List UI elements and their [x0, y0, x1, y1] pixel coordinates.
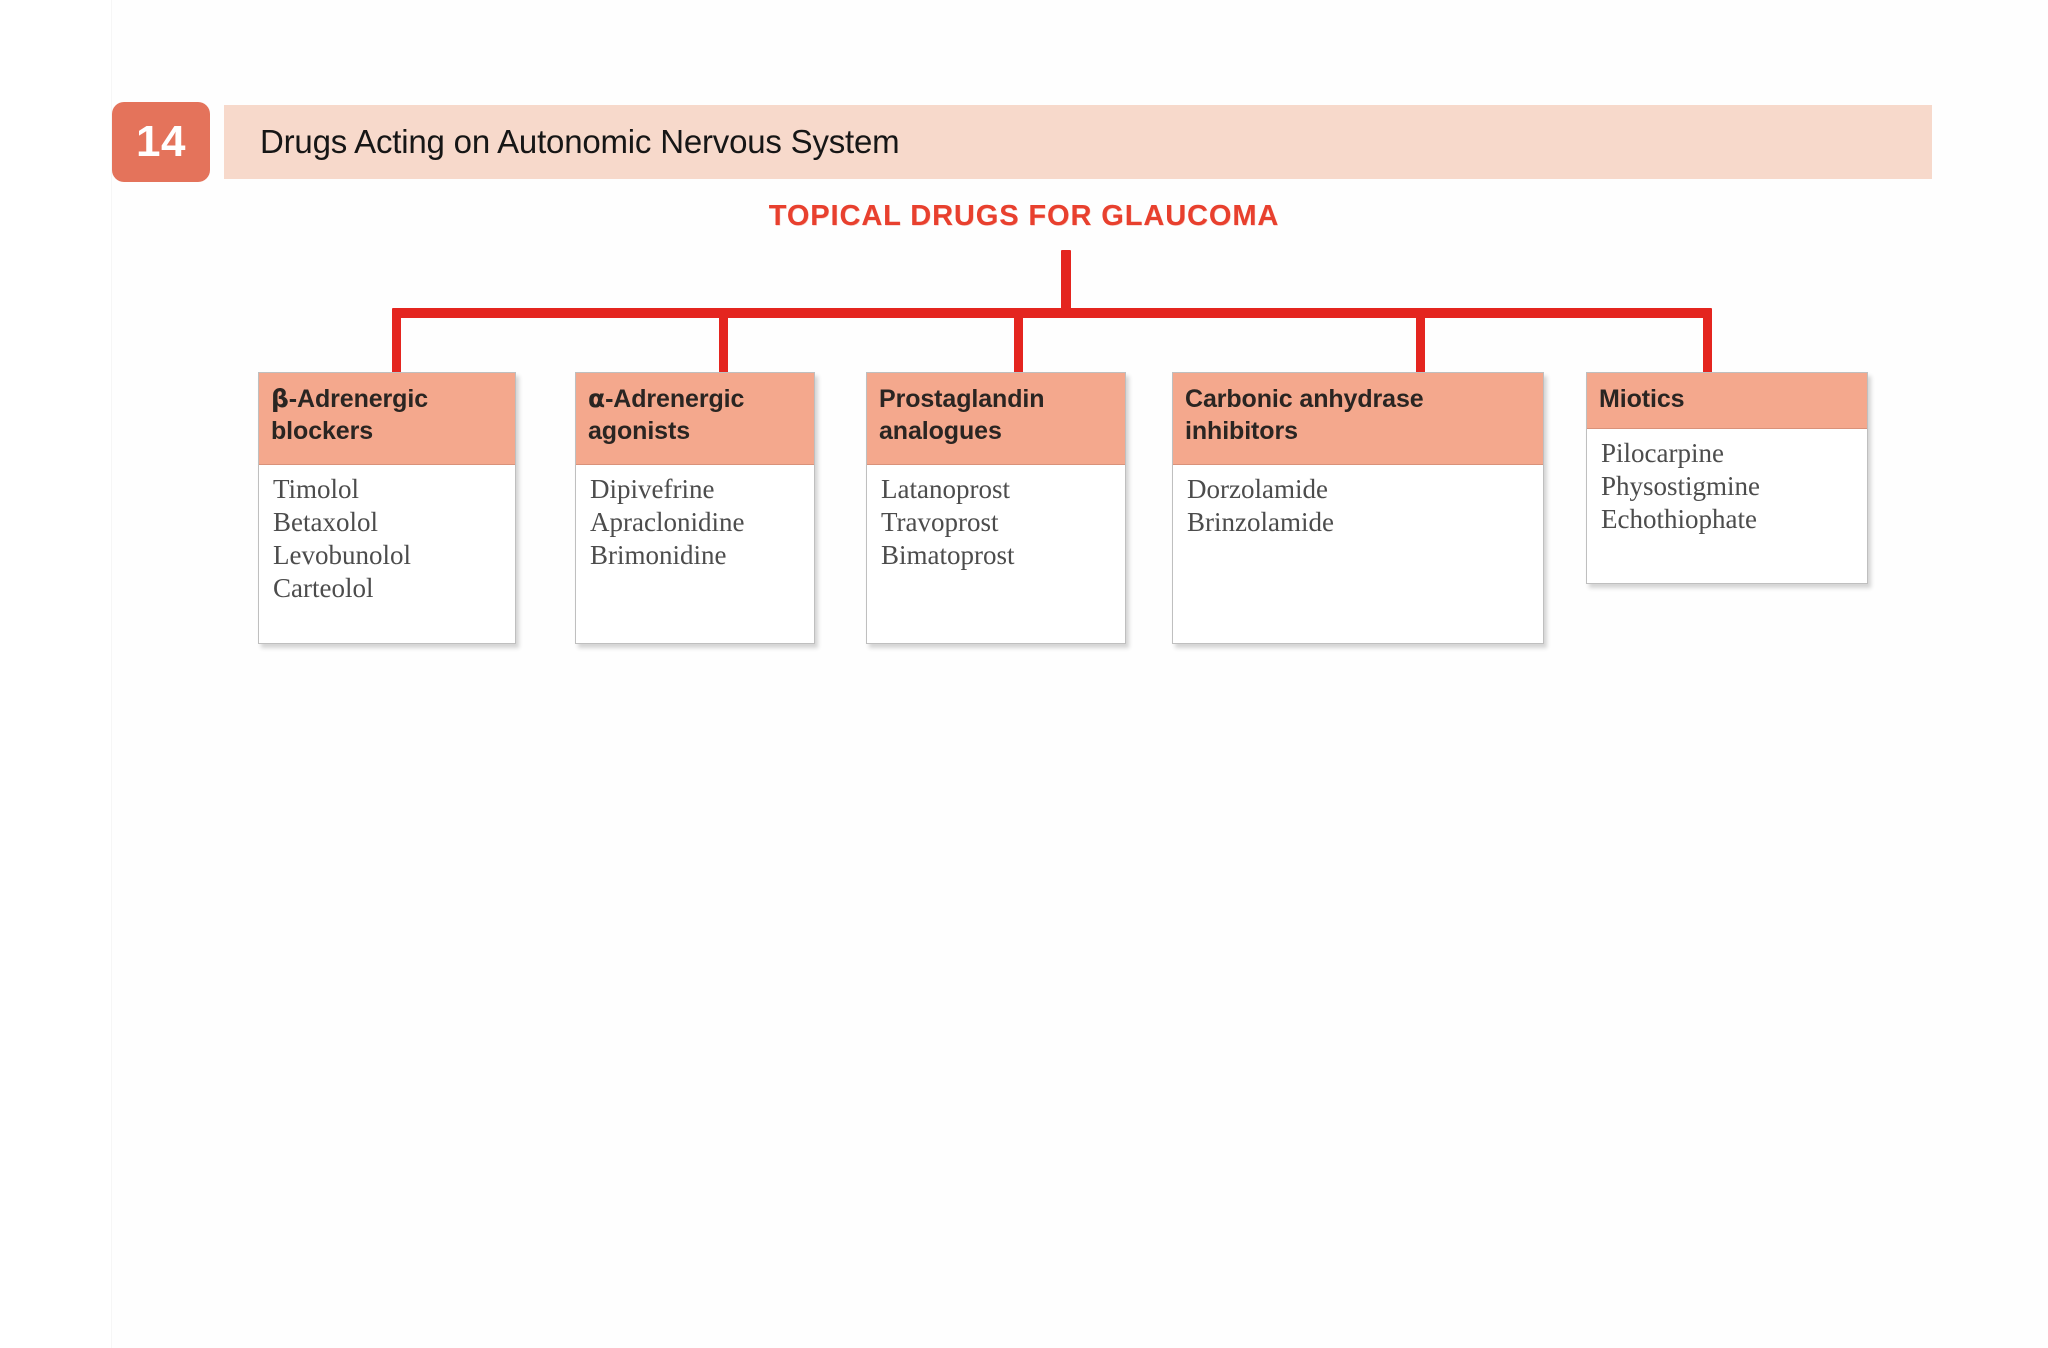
node-prostaglandin-analogues: Prostaglandin analogues Latanoprost Travo… — [866, 372, 1126, 644]
node-body-alpha-adrenergic-agonists: Dipivefrine Apraclonidine Brimonidine — [576, 465, 814, 582]
node-header-beta-adrenergic-blockers: β-Adrenergic blockers — [259, 373, 515, 465]
node-body-prostaglandin-analogues: Latanoprost Travoprost Bimatoprost — [867, 465, 1125, 582]
node-carbonic-anhydrase-inhibitors: Carbonic anhydrase inhibitors Dorzolamide… — [1172, 372, 1544, 644]
list-item: Travoprost — [881, 506, 999, 537]
node-header-carbonic-anhydrase-inhibitors: Carbonic anhydrase inhibitors — [1173, 373, 1543, 465]
list-item: Dorzolamide — [1187, 474, 1328, 504]
list-item: Brinzolamide — [1187, 506, 1334, 537]
chapter-title: Drugs Acting on Autonomic Nervous System — [260, 123, 900, 160]
list-item: Apraclonidine — [590, 506, 745, 537]
list-item: Echothiophate — [1601, 503, 1757, 534]
list-item: Betaxolol — [273, 506, 378, 537]
list-item: Carteolol — [273, 572, 374, 603]
node-header-alpha-adrenergic-agonists: α-Adrenergic agonists — [576, 373, 814, 465]
node-beta-adrenergic-blockers: β-Adrenergic blockers Timolol Betaxolol L… — [258, 372, 516, 644]
node-header-text-line2: agonists — [588, 417, 690, 445]
flowchart-title: TOPICAL DRUGS FOR GLAUCOMA — [768, 200, 1280, 232]
node-header-text-line1: Carbonic anhydrase — [1185, 385, 1424, 413]
node-miotics: Miotics Pilocarpine Physostigmine Echoth… — [1586, 372, 1868, 584]
chapter-number-badge: 14 — [112, 102, 210, 182]
list-item: Physostigmine — [1601, 470, 1761, 501]
node-header-prostaglandin-analogues: Prostaglandin analogues — [867, 373, 1125, 465]
connector-drop-miotics — [1703, 312, 1712, 380]
greek-letter-alpha: α — [588, 384, 606, 413]
list-item: Bimatoprost — [881, 539, 1015, 570]
node-header-miotics: Miotics — [1587, 373, 1867, 429]
list-item: Dipivefrine — [590, 474, 715, 504]
chapter-header-bar — [224, 105, 1932, 179]
page-sheet: 14 Drugs Acting on Autonomic Nervous Sys… — [112, 0, 2048, 1348]
connector-bus-horizontal — [392, 308, 1712, 318]
node-header-text-line1: Prostaglandin — [879, 385, 1045, 413]
connector-drop-carbonic-anhydrase-inhibitors — [1416, 312, 1425, 380]
node-header-text-line2: blockers — [271, 417, 374, 445]
list-item: Levobunolol — [273, 539, 411, 570]
node-header-text-line1: -Adrenergic — [288, 385, 429, 413]
chapter-number: 14 — [136, 117, 186, 166]
connector-drop-alpha-adrenergic-agonists — [719, 312, 728, 380]
list-item: Latanoprost — [881, 474, 1010, 504]
list-item: Timolol — [273, 474, 360, 504]
greek-letter-beta: β — [271, 384, 289, 413]
connector-trunk-vertical — [1061, 250, 1071, 316]
node-body-carbonic-anhydrase-inhibitors: Dorzolamide Brinzolamide — [1173, 465, 1543, 549]
list-item: Pilocarpine — [1601, 438, 1724, 468]
connector-drop-prostaglandin-analogues — [1014, 312, 1023, 380]
node-header-text-line2: inhibitors — [1185, 417, 1298, 445]
node-header-text-line1: -Adrenergic — [605, 385, 745, 413]
chapter-header: 14 Drugs Acting on Autonomic Nervous Sys… — [112, 102, 2048, 182]
node-header-text-line2: analogues — [879, 417, 1002, 445]
node-header-text-line1: Miotics — [1599, 385, 1685, 413]
connector-drop-beta-adrenergic-blockers — [392, 312, 401, 380]
node-body-miotics: Pilocarpine Physostigmine Echothiophate — [1587, 429, 1867, 546]
node-body-beta-adrenergic-blockers: Timolol Betaxolol Levobunolol Carteolol — [259, 465, 515, 615]
node-alpha-adrenergic-agonists: α-Adrenergic agonists Dipivefrine Apraclo… — [575, 372, 815, 644]
list-item: Brimonidine — [590, 539, 727, 570]
